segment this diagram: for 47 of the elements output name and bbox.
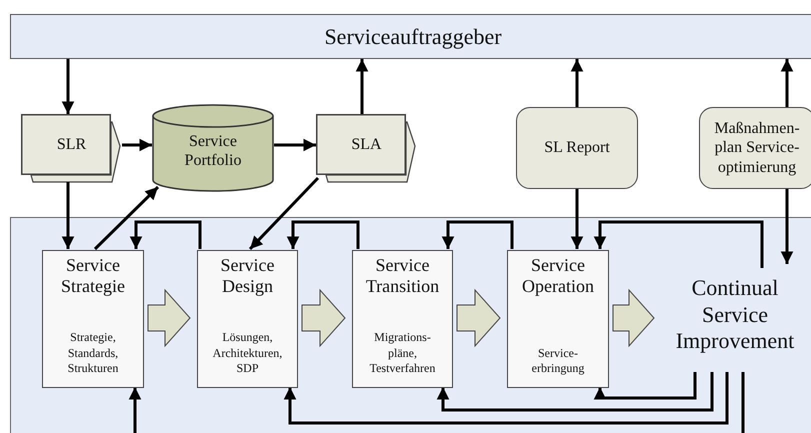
arrow <box>356 59 368 114</box>
arrow <box>248 176 320 250</box>
arrow <box>780 189 794 264</box>
arrow <box>62 59 74 114</box>
connector-line <box>742 372 744 433</box>
process-description: Service- erbringung <box>530 346 586 377</box>
client-band <box>10 14 811 59</box>
arrow <box>570 189 584 249</box>
arrow <box>570 59 584 107</box>
arrow <box>62 182 74 249</box>
arrow <box>436 372 714 412</box>
heading-text: Continual Service Improvement <box>674 275 796 355</box>
arrow <box>780 59 794 107</box>
block-arrow <box>612 288 655 348</box>
node-label: Maßnahmen- plan Service- optimierung <box>713 119 801 177</box>
rounded-box <box>516 107 638 189</box>
process-title: Service Design <box>220 255 276 296</box>
arrow <box>286 220 360 249</box>
block-arrow <box>302 288 346 348</box>
node-label: Service Portfolio <box>184 132 242 170</box>
arrow <box>284 372 728 424</box>
arrow <box>122 138 152 152</box>
arrow <box>442 220 514 249</box>
process-description: Migrations- pläne, Testverfahren <box>368 330 436 377</box>
process-title: Service Strategie <box>60 255 126 296</box>
rounded-box <box>699 107 811 189</box>
arrow <box>130 220 202 249</box>
node-label: SL Report <box>544 139 610 157</box>
node-label: SLR <box>56 136 86 154</box>
arrow <box>594 220 764 268</box>
process-box <box>42 250 144 388</box>
process-description: Strategie, Standards, Strukturen <box>66 330 120 377</box>
arrow <box>274 138 316 152</box>
block-arrow <box>456 288 501 348</box>
arrow <box>594 372 696 400</box>
node-label: SLA <box>351 136 382 154</box>
process-box <box>507 250 609 388</box>
process-title: Service Operation <box>521 255 595 296</box>
arrow <box>94 186 160 250</box>
band-title: Serviceauftraggeber <box>324 24 502 50</box>
process-description: Lösungen, Architekturen, SDP <box>212 330 284 377</box>
arrow <box>128 387 142 433</box>
process-title: Service Transition <box>364 255 440 296</box>
process-box <box>197 250 298 388</box>
block-arrow <box>148 288 191 348</box>
lifecycle-panel <box>10 217 811 433</box>
process-box <box>352 250 453 388</box>
